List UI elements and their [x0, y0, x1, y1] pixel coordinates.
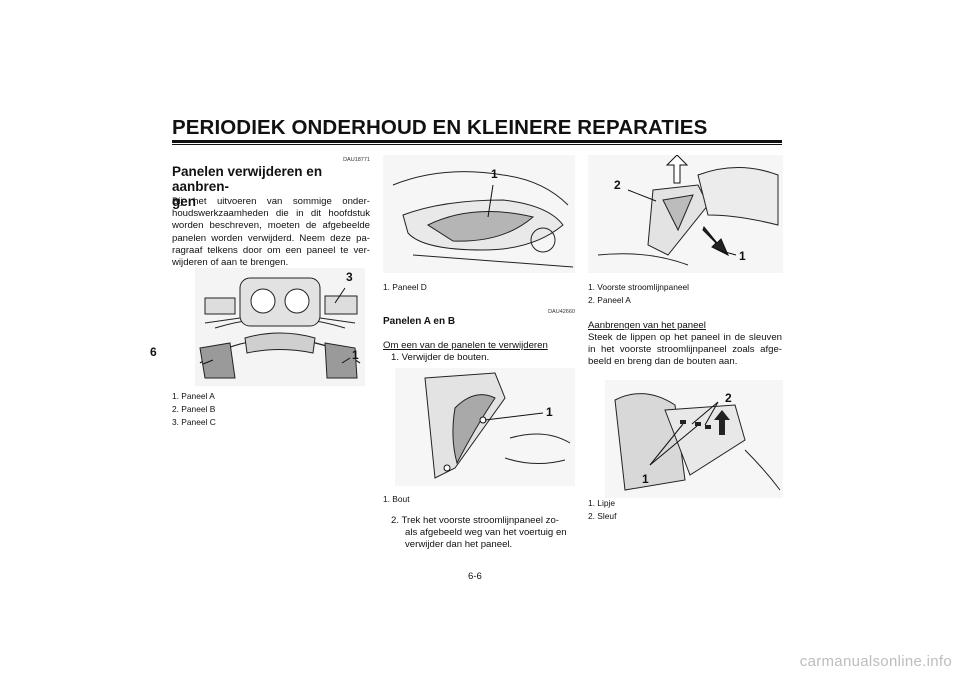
figure-label-3: 3: [346, 270, 353, 284]
fairing-bolt-illustration: [395, 368, 575, 486]
caption-item: 2. Paneel B: [172, 404, 216, 414]
figure-lip-slot: 2 1: [605, 380, 783, 498]
step-1: 1. Verwijder de bouten.: [391, 352, 490, 363]
caption-item: 2. Paneel A: [588, 295, 631, 305]
figure-label-1: 1: [491, 167, 498, 181]
figure-label-1: 1: [739, 249, 746, 263]
header-rule: [172, 140, 782, 143]
figure-label-1: 1: [352, 348, 359, 362]
procedure-title-install: Aanbrengen van het paneel: [588, 320, 706, 331]
step-2-line2: als afgebeeld weg van het voertuig en: [405, 527, 567, 539]
caption-item: 3. Paneel C: [172, 417, 216, 427]
figure-panel-d: 1: [383, 155, 575, 273]
figure-panels-abc: 3 1 2: [195, 268, 365, 386]
procedure-title-remove: Om een van de panelen te verwijderen: [383, 340, 548, 351]
figure-fairing-panel-a: 2 1: [588, 155, 783, 273]
section-title-line1: Panelen verwijderen en aanbren-: [172, 164, 323, 194]
motorcycle-seat-illustration: [383, 155, 575, 273]
chapter-tab: 6: [150, 345, 157, 359]
motorcycle-cockpit-illustration: [195, 268, 365, 386]
section-title-line2: gen: [172, 194, 197, 209]
page-header-title: PERIODIEK ONDERHOUD EN KLEINERE REPARATI…: [172, 116, 708, 139]
watermark-text: carmanualsonline.info: [799, 653, 952, 670]
step-2-line3: verwijder dan het paneel.: [405, 539, 513, 551]
figure-captions-right-1: 1. Voorste stroomlijnpaneel 2. Paneel A: [588, 281, 689, 307]
caption-item: 1. Voorste stroomlijnpaneel: [588, 282, 690, 292]
figure-label-1: 1: [642, 472, 649, 486]
step-2-line1: 2. Trek het voorste stroomlijnpaneel zo-: [391, 515, 559, 526]
section-code: DAU42660: [548, 309, 575, 315]
figure-bolt: 1: [395, 368, 575, 486]
figure-label-2: 2: [725, 391, 732, 405]
fairing-removal-illustration: [588, 155, 783, 273]
section-intro-text: Bij het uitvoeren van sommige onder-houd…: [172, 196, 370, 269]
figure-label-2: 2: [614, 178, 621, 192]
figure-captions-right-2: 1. Lipje 2. Sleuf: [588, 497, 616, 523]
figure-caption-paneel-d: 1. Paneel D: [383, 282, 427, 292]
caption-item: 1. Lipje: [588, 498, 616, 508]
page-number: 6-6: [468, 571, 482, 582]
caption-item: 1. Paneel A: [172, 391, 215, 401]
header-rule-thin: [172, 144, 782, 145]
install-instructions-text: Steek de lippen op het paneel in de sleu…: [588, 332, 782, 368]
subsection-title: Panelen A en B: [383, 316, 456, 327]
figure-caption-bout: 1. Bout: [383, 494, 410, 504]
caption-item: 2. Sleuf: [588, 511, 617, 521]
figure-captions-left: 1. Paneel A 2. Paneel B 3. Paneel C: [172, 390, 216, 429]
lip-slot-illustration: [605, 380, 783, 498]
step-2: 2. Trek het voorste stroomlijnpaneel zo-…: [391, 515, 567, 552]
section-code: DAU18771: [343, 157, 370, 163]
figure-label-1: 1: [546, 405, 553, 419]
section-title: Panelen verwijderen en aanbren- gen: [172, 164, 372, 209]
